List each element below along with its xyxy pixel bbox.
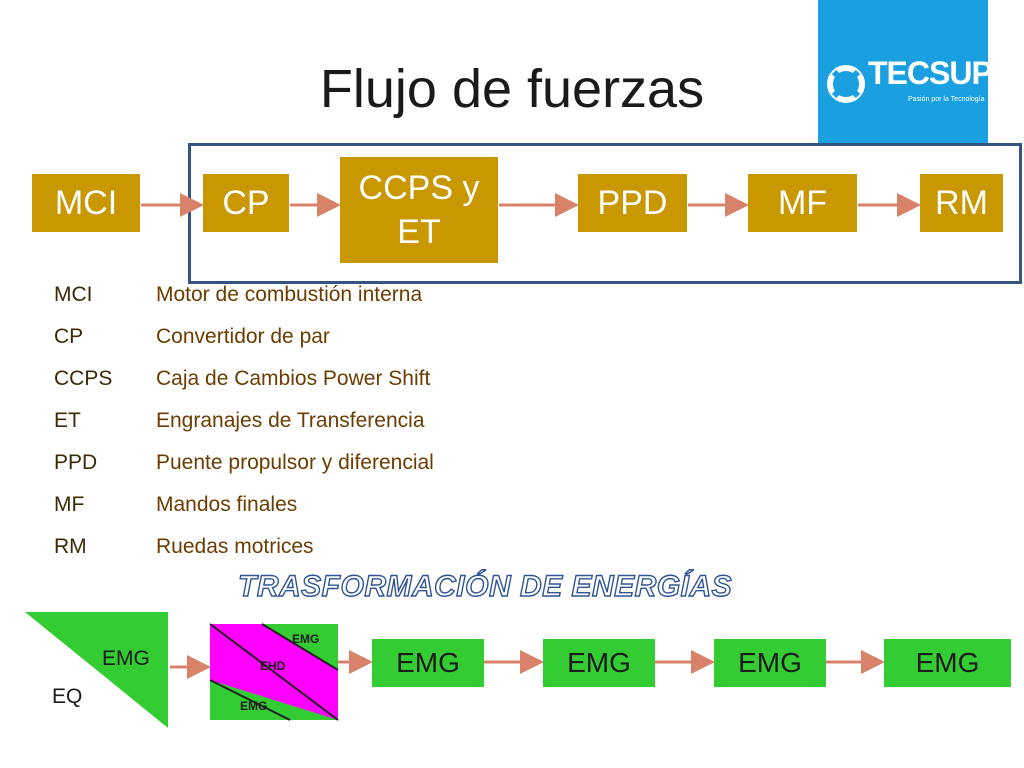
flow-box-mf: MF	[748, 174, 857, 232]
legend-abbr: ET	[54, 409, 81, 432]
legend-desc: Caja de Cambios Power Shift	[156, 367, 431, 390]
legend-desc: Puente propulsor y diferencial	[156, 451, 434, 474]
legend-desc: Motor de combustión interna	[156, 283, 423, 306]
legend-desc: Engranajes de Transferencia	[156, 409, 425, 432]
flow-box-rm: RM	[920, 174, 1003, 232]
converter-label-mid: EHD	[260, 659, 286, 673]
legend-abbr: CP	[54, 325, 84, 348]
converter-label-bottom: EMG	[240, 699, 268, 713]
triangle-label-emg: EMG	[102, 647, 150, 670]
legend-desc: Convertidor de par	[156, 325, 330, 348]
triangle-label-eq: EQ	[52, 685, 83, 708]
flow-box-mci: MCI	[32, 174, 140, 232]
flow-box-ppd: PPD	[578, 174, 687, 232]
legend-abbr: CCPS	[54, 367, 113, 390]
legend-abbr: MF	[54, 493, 85, 516]
converter-label-top: EMG	[292, 632, 320, 646]
tecsup-logo-tagline: Pasión por la Tecnología	[908, 96, 985, 103]
energy-box-2: EMG	[543, 639, 655, 687]
legend-abbr: RM	[54, 535, 87, 558]
energy-box-4: EMG	[884, 639, 1011, 687]
slide-title: Flujo de fuerzas	[319, 59, 705, 119]
energy-section-title: TRASFORMACIÓN DE ENERGÍAS	[237, 569, 733, 603]
legend-desc: Ruedas motrices	[156, 535, 314, 558]
energy-triangle	[25, 612, 168, 728]
energy-box-1: EMG	[372, 639, 484, 687]
tecsup-logo: TECSUP Pasión por la Tecnología	[818, 0, 993, 145]
legend-abbr: PPD	[54, 451, 98, 474]
tecsup-logo-text: TECSUP	[868, 55, 993, 91]
flow-box-ccps-et: CCPS y ET	[340, 157, 498, 263]
energy-box-3: EMG	[714, 639, 826, 687]
flow-box-cp: CP	[203, 174, 289, 232]
legend-desc: Mandos finales	[156, 493, 298, 516]
legend-abbr: MCI	[54, 283, 93, 306]
tecsup-logo-icon	[827, 65, 865, 103]
